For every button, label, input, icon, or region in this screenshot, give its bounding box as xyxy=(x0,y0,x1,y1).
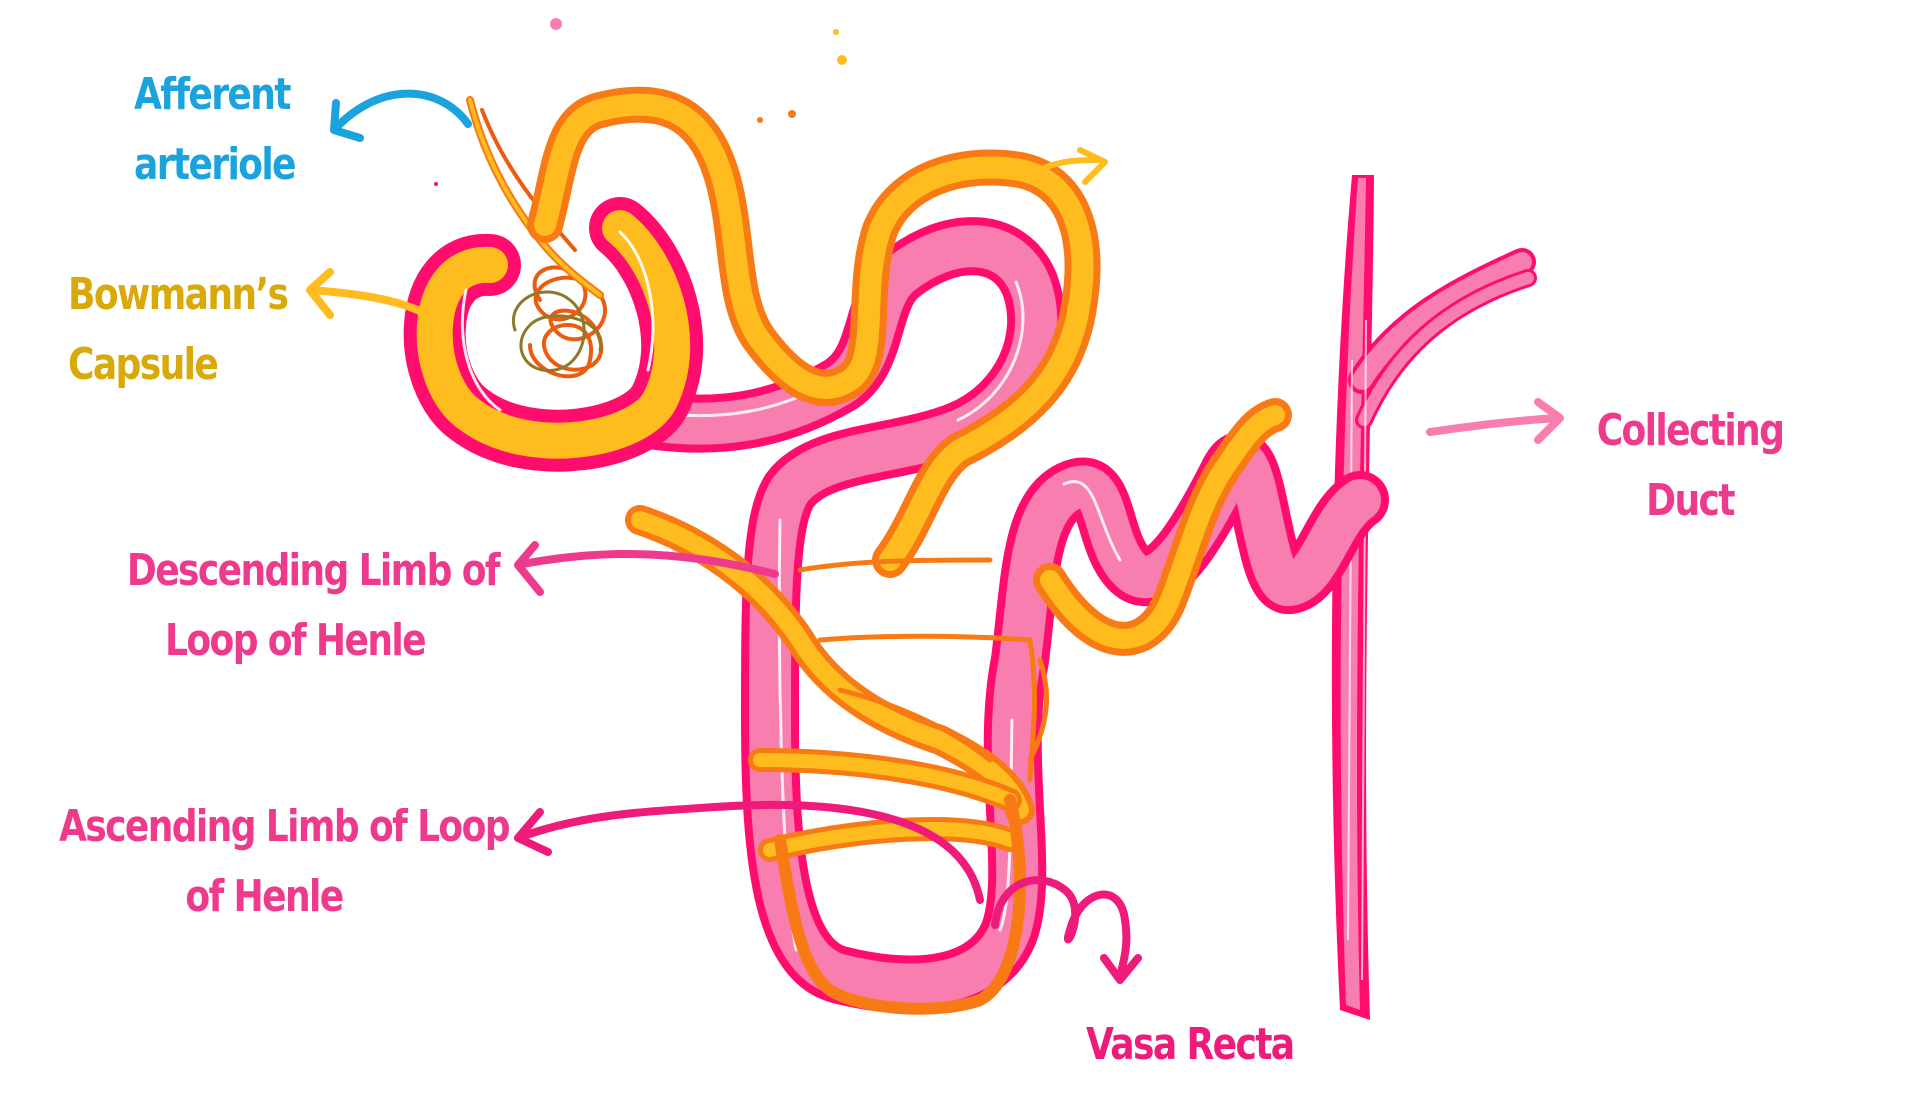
afferent-arrow xyxy=(330,89,472,142)
descending-limb-label: Descending Limb of Loop of Henle xyxy=(126,536,501,676)
afferent-arteriole-label: Afferent arteriole xyxy=(134,60,297,200)
ascending-limb-label: Ascending Limb of Loop of Henle xyxy=(59,792,511,932)
collecting-duct-label-line-2: Duct xyxy=(1646,475,1735,526)
vasa-recta-label: Vasa Recta xyxy=(1086,1010,1295,1080)
ascending-limb-label-line-2: of Henle xyxy=(185,871,344,922)
decorative-dots xyxy=(434,18,847,186)
afferent-arteriole-label-line-1: Afferent xyxy=(134,69,292,120)
collecting-duct-arrow xyxy=(1426,398,1564,444)
vasa-recta-shape xyxy=(527,86,1292,1015)
descending-limb-arrow xyxy=(514,541,779,596)
bowmanns-capsule-label: Bowmann’s Capsule xyxy=(68,260,289,400)
collecting-duct-shape xyxy=(1331,175,1537,1020)
vasa-recta-label-text: Vasa Recta xyxy=(1086,1019,1295,1070)
afferent-arteriole-label-line-2: arteriole xyxy=(134,139,297,190)
ascending-limb-label-line-1: Ascending Limb of Loop xyxy=(59,801,511,852)
collecting-duct-label: Collecting Duct xyxy=(1592,396,1789,536)
bowman-arrow xyxy=(306,268,452,332)
descending-limb-label-line-2: Loop of Henle xyxy=(165,615,427,666)
bowmanns-capsule-label-line-1: Bowmann’s xyxy=(68,269,289,320)
label-arrows xyxy=(306,89,1564,984)
descending-limb-label-line-1: Descending Limb of xyxy=(126,545,501,596)
ascending-limb-arrow xyxy=(514,800,984,904)
renal-tubule-shape xyxy=(403,197,1389,1014)
collecting-duct-label-line-1: Collecting xyxy=(1596,405,1785,456)
vasa-recta-arrow xyxy=(991,876,1142,984)
bowmanns-capsule-label-line-2: Capsule xyxy=(68,339,219,390)
